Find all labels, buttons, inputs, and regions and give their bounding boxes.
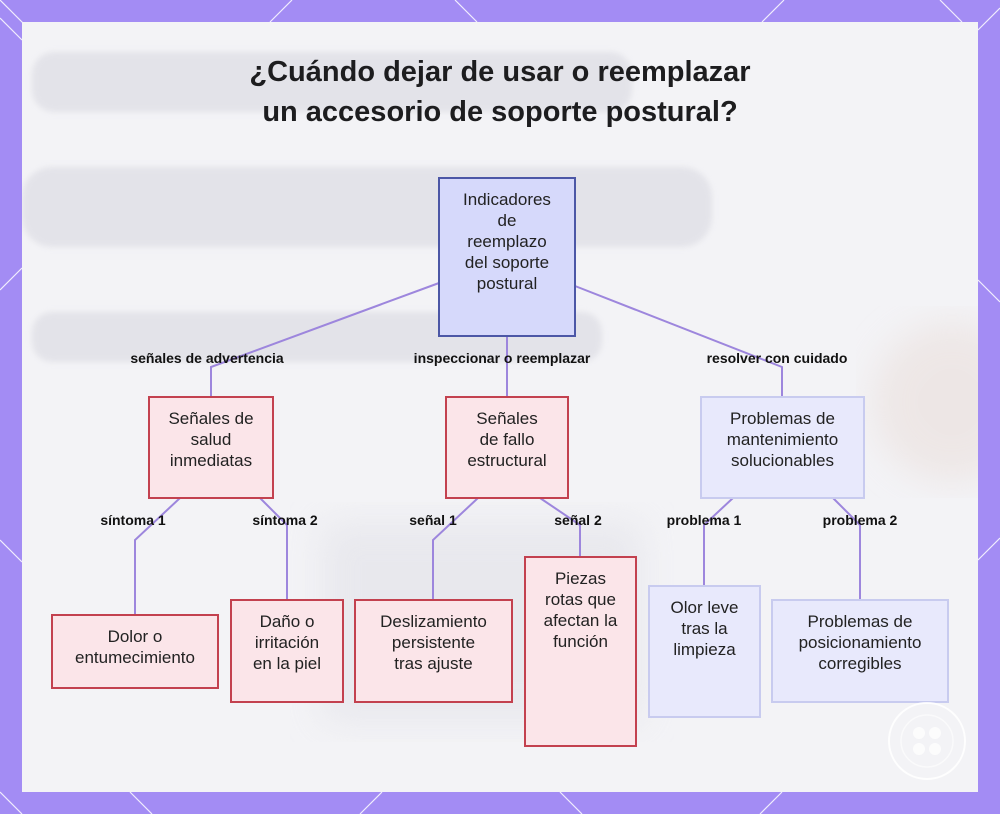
edge-salud-piel [259,497,288,600]
edge-salud-dolor [134,497,181,615]
edge-label-resolver-cuidado: resolver con cuidado [706,350,848,366]
node-text: función [553,632,608,651]
node-senales-fallo: Señales de fallo estructural [445,396,569,499]
edge-mant-posic [832,497,861,600]
edge-label-senales-advertencia: señales de advertencia [130,350,284,366]
node-text: entumecimiento [74,648,195,667]
edge-label-sintoma-1: síntoma 1 [100,512,166,528]
edge-root-salud [210,282,440,397]
node-text: tras la [681,619,728,638]
watermark-logo-icon [888,702,966,780]
node-text: rotas que [545,590,616,609]
node-text: Olor leve [670,598,739,617]
edge-mant-olor [703,497,734,586]
node-text: afectan la [543,611,618,630]
title-line-2: un accesorio de soporte postural? [262,96,738,128]
node-text: persistente [391,633,476,652]
edge-label-problema-2: problema 2 [822,512,898,528]
node-dano-piel: Daño o irritación en la piel [230,599,344,703]
node-text: de [497,211,517,230]
node-text: posicionamiento [798,633,922,652]
node-text: mantenimiento [726,430,839,449]
node-olor-leve: Olor leve tras la limpieza [648,585,761,718]
node-text: inmediatas [169,451,253,470]
node-senales-salud: Señales de salud inmediatas [148,396,274,499]
node-text: corregibles [818,654,902,673]
node-text: Problemas de [807,612,913,631]
edge-label-inspeccionar-reemplazar: inspeccionar o reemplazar [413,350,591,366]
node-deslizamiento: Deslizamiento persistente tras ajuste [354,599,513,703]
node-text: de fallo [479,430,535,449]
node-text: Señales de [168,409,254,428]
edge-label-senal-2: señal 2 [554,512,602,528]
edge-fallo-piezas [539,497,581,557]
node-root-indicadores: Indicadores de reemplazo del soporte pos… [438,177,576,337]
node-text: limpieza [673,640,736,659]
node-problemas-mantenimiento: Problemas de mantenimiento solucionables [700,396,865,499]
edge-label-sintoma-2: síntoma 2 [252,512,318,528]
node-text: solucionables [730,451,834,470]
edge-fallo-desliz [432,497,479,600]
node-text: irritación [254,633,320,652]
node-text: en la piel [252,654,322,673]
node-text: postural [476,274,538,293]
node-text: Señales [476,409,538,428]
node-text: Problemas de [730,409,835,428]
node-text: Daño o [259,612,315,631]
node-text: Dolor o [107,627,163,646]
node-problemas-posicionamiento: Problemas de posicionamiento corregibles [771,599,949,703]
node-text: salud [190,430,232,449]
node-text: reemplazo [467,232,547,251]
node-text: estructural [467,451,547,470]
node-piezas-rotas: Piezas rotas que afectan la función [524,556,637,747]
edge-label-problema-1: problema 1 [666,512,742,528]
node-dolor-entumecimiento: Dolor o entumecimiento [51,614,219,689]
node-text: Deslizamiento [380,612,487,631]
edge-root-mant [574,285,783,397]
page-title: ¿Cuándo dejar de usar o reemplazar un ac… [0,52,1000,132]
node-text: tras ajuste [394,654,473,673]
title-line-1: ¿Cuándo dejar de usar o reemplazar [249,56,751,88]
node-text: Indicadores [463,190,551,209]
node-text: Piezas [554,569,606,588]
edge-label-senal-1: señal 1 [409,512,457,528]
node-text: del soporte [464,253,550,272]
